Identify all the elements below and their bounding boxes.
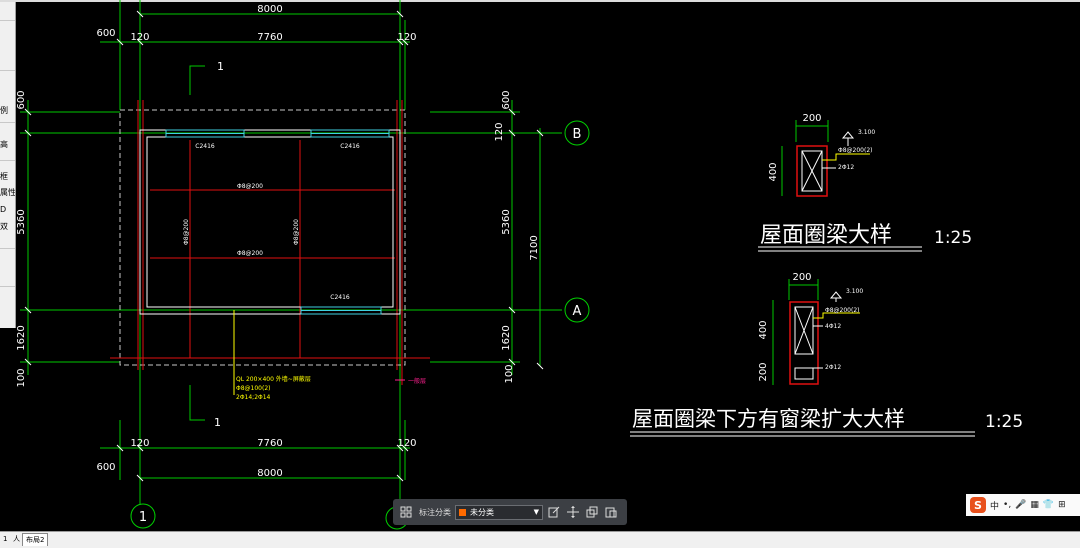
category-value: 未分类 xyxy=(470,507,494,517)
dim-top-right: 120 xyxy=(397,32,416,43)
move-icon[interactable] xyxy=(565,504,581,520)
properties-panel[interactable]: 例 高 框 属性 D 双 xyxy=(0,2,16,328)
dim-right-bottom: 1620 xyxy=(501,325,512,350)
ime-skin-icon[interactable]: 👕 xyxy=(1042,500,1055,510)
dim-top-left: 120 xyxy=(130,32,149,43)
beam-annotation: QL 200×400 外墙~屏蔽层 xyxy=(236,375,311,383)
axis-label-1: 1 xyxy=(139,510,147,525)
axis-bubble-1[interactable]: 1 xyxy=(130,503,156,529)
dim-right-bottom-offset: 100 xyxy=(504,364,515,383)
dim-bottom-right: 120 xyxy=(397,438,416,449)
detail1-elevation: 3.100 xyxy=(858,129,875,136)
tab-layout2[interactable]: 布局2 xyxy=(22,533,49,546)
dim-bottom-total: 8000 xyxy=(257,468,282,479)
section-mark-bottom: 1 xyxy=(214,416,221,429)
ime-menu-icon[interactable]: ⊞ xyxy=(1058,500,1066,510)
ime-mic-icon[interactable]: 🎤 xyxy=(1015,500,1027,510)
panel-item[interactable]: D xyxy=(0,205,7,214)
detail2-stirrup: Φ8@200(2) xyxy=(825,307,860,314)
panel-item[interactable]: 例 xyxy=(0,106,8,115)
layer-note: 一般层 xyxy=(408,377,426,385)
tab-1[interactable]: 1 xyxy=(3,535,8,543)
axis-bubble-a[interactable]: A xyxy=(564,297,590,323)
dim-left-mid: 5360 xyxy=(16,209,27,234)
detail2-elevation: 3.100 xyxy=(846,288,863,295)
detail-1: 200 400 3.100 Φ8@200(2) 2Φ12 屋面圈梁大样 1:25 xyxy=(758,113,972,252)
detail1-width: 200 xyxy=(802,113,821,124)
ime-punctuation-icon[interactable]: •, xyxy=(1003,500,1012,510)
layout-tabs: 1 人 布局2 xyxy=(0,531,1080,548)
rebar-label: Φ8@200 xyxy=(237,183,263,190)
window-symbols xyxy=(165,129,390,315)
paste-icon[interactable] xyxy=(603,504,619,520)
panel-item[interactable]: 高 xyxy=(0,140,8,149)
detail1-bars: 2Φ12 xyxy=(838,164,854,171)
beam-lines xyxy=(110,100,430,385)
dim-right-total: 7100 xyxy=(529,235,540,260)
panel-item[interactable]: 双 xyxy=(0,222,8,231)
ime-toolbar: S 中 •, 🎤 ▦ 👕 ⊞ xyxy=(966,494,1080,516)
section-cut-marks xyxy=(189,65,205,421)
category-select[interactable]: 未分类 ▼ xyxy=(455,504,543,520)
dim-bottom-left-offset: 600 xyxy=(96,462,115,473)
dim-bottom-left: 120 xyxy=(130,438,149,449)
detail2-height: 400 xyxy=(758,320,769,339)
detail2-height2: 200 xyxy=(758,362,769,381)
panel-item[interactable]: 属性 xyxy=(0,188,16,197)
dim-left-bottom: 1620 xyxy=(16,325,27,350)
tab-model[interactable]: 人 xyxy=(13,535,20,543)
dim-bottom-mid: 7760 xyxy=(257,438,282,449)
rebar-label: Φ8@200 xyxy=(237,250,263,257)
ime-keyboard-icon[interactable]: ▦ xyxy=(1030,500,1039,510)
window-label: C2416 xyxy=(195,143,215,150)
detail-2: 200 400 200 3.100 Φ8@200(2) 4Φ12 2Φ12 屋面… xyxy=(630,272,1023,437)
sogou-logo-icon[interactable]: S xyxy=(970,497,986,513)
dim-right-120: 120 xyxy=(494,122,505,141)
dim-top-total: 8000 xyxy=(257,4,282,15)
chevron-down-icon: ▼ xyxy=(533,508,539,516)
dim-left-bottom-offset: 100 xyxy=(16,368,27,387)
beam-annotation: 2Φ14;2Φ14 xyxy=(236,394,271,401)
axis-label-b: B xyxy=(573,127,582,142)
section-mark-top: 1 xyxy=(217,60,224,73)
edit-icon[interactable] xyxy=(546,504,562,520)
detail1-stirrup: Φ8@200(2) xyxy=(838,147,873,154)
dim-top-mid: 7760 xyxy=(257,32,282,43)
dim-left-top: 600 xyxy=(16,90,27,109)
category-label: 标注分类 xyxy=(419,507,451,517)
ime-language[interactable]: 中 xyxy=(990,501,1000,512)
color-swatch xyxy=(459,508,466,516)
dim-top-left-offset: 600 xyxy=(96,28,115,39)
slab-outline xyxy=(119,109,406,366)
dimension-ticks xyxy=(24,10,544,482)
rebar-label: Φ8@200 xyxy=(183,219,190,245)
copy-icon[interactable] xyxy=(584,504,600,520)
axis-label-a: A xyxy=(573,304,582,319)
detail2-bars-top: 4Φ12 xyxy=(825,323,841,330)
dim-right-top: 600 xyxy=(501,90,512,109)
detail1-title: 屋面圈梁大样 xyxy=(760,223,892,248)
plan-dimension-lines xyxy=(20,0,562,505)
window-label: C2416 xyxy=(340,143,360,150)
panel-item[interactable]: 框 xyxy=(0,172,8,181)
window-label: C2416 xyxy=(330,294,350,301)
detail2-width: 200 xyxy=(792,272,811,283)
detail2-scale: 1:25 xyxy=(985,412,1023,432)
annotation-toolbar: 标注分类 未分类 ▼ xyxy=(393,499,627,525)
detail1-height: 400 xyxy=(768,162,779,181)
axis-bubble-b[interactable]: B xyxy=(564,120,590,146)
title-strip xyxy=(0,0,1080,2)
rebar-label: Φ8@200 xyxy=(293,219,300,245)
grid-icon[interactable] xyxy=(399,505,413,519)
wall-outlines xyxy=(139,129,401,315)
beam-annotation: Φ8@100(2) xyxy=(236,385,271,392)
detail1-scale: 1:25 xyxy=(934,228,972,248)
detail2-title: 屋面圈梁下方有窗梁扩大大样 xyxy=(632,407,905,431)
dim-right-mid: 5360 xyxy=(501,209,512,234)
detail2-bars-bottom: 2Φ12 xyxy=(825,364,841,371)
